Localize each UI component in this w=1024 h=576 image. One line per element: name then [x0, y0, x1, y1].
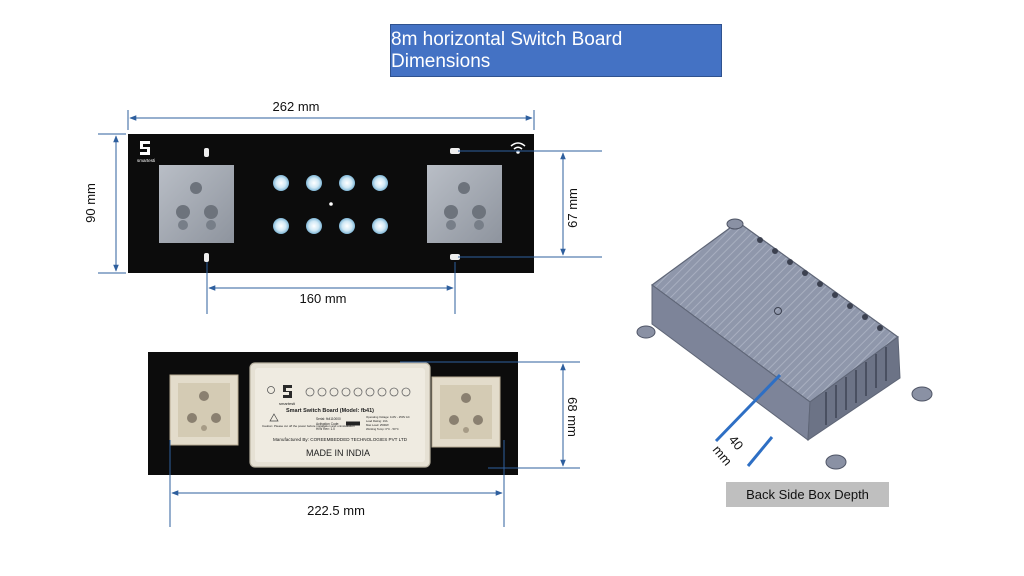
touch-button: [273, 175, 289, 191]
brand-text-back: smartesti: [279, 401, 295, 406]
box-depth-caption: Back Side Box Depth: [726, 482, 889, 507]
activation-label: Activation Code:: [316, 422, 339, 426]
dimension-height-back: 68 mm: [400, 361, 580, 469]
warning-icon: [269, 413, 279, 422]
back-view: smartesti Smart Switch Board (Model: fb4…: [148, 352, 580, 527]
box-ribs: [825, 347, 887, 425]
control-module: smartesti Smart Switch Board (Model: fb4…: [249, 362, 431, 468]
indicator-led: [450, 254, 460, 260]
width-label-back: 222.5 mm: [307, 503, 365, 518]
socket-back-left: [169, 374, 239, 446]
dimension-height-front: 90 mm: [83, 133, 126, 274]
socket-spacing-label: 160 mm: [300, 291, 347, 306]
manufacturer-text: Manufactured By: COREEMBEDDED TECHNOLOGI…: [273, 437, 408, 442]
spec-line-0: Operating Voltage: 110V - 250V AC: [366, 415, 410, 419]
hw-label: H/W Rev: 1.0: [316, 427, 335, 431]
touch-button: [306, 218, 322, 234]
activation-code-bar: [346, 421, 360, 426]
ce-mark-icon: [267, 386, 275, 394]
indicator-led: [204, 253, 209, 262]
indicator-led: [450, 148, 460, 154]
center-dot: [329, 202, 333, 206]
made-in-text: MADE IN INDIA: [306, 448, 370, 458]
socket-front-left: [159, 165, 234, 243]
button-icon-row: [305, 387, 411, 397]
box-vent-holes: [757, 237, 883, 331]
touch-button: [306, 175, 322, 191]
touch-button: [372, 175, 388, 191]
dimension-width-back: 222.5 mm: [169, 440, 505, 527]
dimension-socket-spacing: 160 mm: [206, 262, 456, 314]
model-line: Smart Switch Board (Model: fb41): [286, 408, 374, 414]
socket-back-right: [431, 376, 501, 448]
spec-line-2: Max Load: 2500W: [366, 423, 389, 427]
dimension-width-front: 262 mm: [127, 99, 535, 130]
height-label-front: 90 mm: [83, 183, 98, 223]
height-label-back: 68 mm: [565, 397, 580, 437]
touch-button: [372, 218, 388, 234]
brand-text-front: smartesti: [137, 158, 155, 163]
brand-logo-back: [283, 385, 292, 398]
socket-front-right: [427, 165, 502, 243]
spec-line-3: Working Temp: 0°C - 50°C: [366, 427, 399, 431]
indicator-led: [204, 148, 209, 157]
diagram-title: 8m horizontal Switch Board Dimensions: [390, 24, 722, 77]
dimension-inner-height: 67 mm: [458, 150, 602, 258]
touch-button: [339, 175, 355, 191]
caution-text: Caution: Please cut off the power before…: [262, 424, 355, 428]
touch-button: [273, 218, 289, 234]
brand-logo-front: smartesti: [137, 141, 155, 163]
box-view: 40 mm: [636, 218, 933, 470]
box-mounting-ears: [636, 218, 933, 470]
width-label-front: 262 mm: [273, 99, 320, 114]
serial-label: Serial: fb4110000: [316, 417, 341, 421]
touch-button-group: [273, 175, 388, 234]
spec-line-1: Load Rating: 16A: [366, 419, 388, 423]
inner-height-label: 67 mm: [565, 188, 580, 228]
touch-button: [339, 218, 355, 234]
front-view: smartesti: [83, 99, 602, 314]
